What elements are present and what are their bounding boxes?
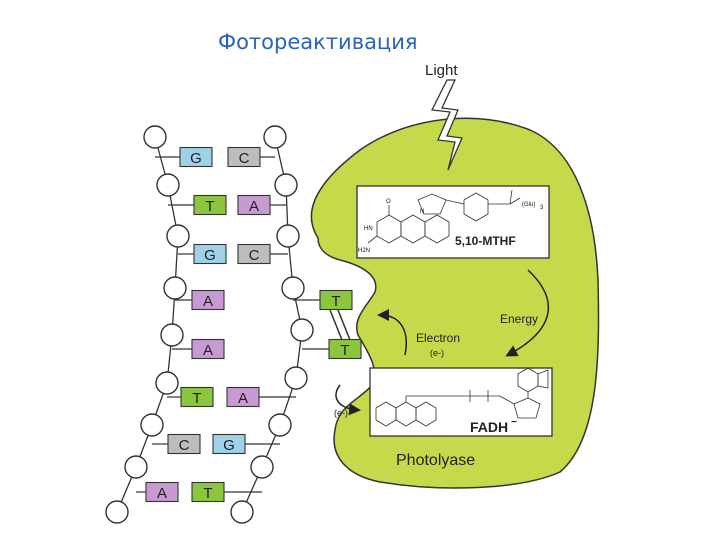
base-right-box <box>226 386 260 408</box>
base-letter: G <box>204 247 216 264</box>
nucleotide-sugar <box>284 366 308 390</box>
electron-label: Electron <box>416 331 460 345</box>
mthf-label: 5,10-MTHF <box>455 234 516 248</box>
base-letter: A <box>249 198 259 215</box>
nucleotide-sugar <box>156 173 180 197</box>
energy-arrow <box>505 269 550 357</box>
nucleotide-sugar <box>263 125 287 149</box>
base-left-box <box>193 194 227 216</box>
glu-subscript: 3 <box>540 205 544 211</box>
nucleotide-sugar <box>124 455 148 479</box>
base-right-box <box>328 338 362 360</box>
hn-label: HN <box>364 226 373 232</box>
nucleotide-sugar <box>230 500 254 524</box>
mthf-structure: (Glu) 3 HN H2N O N 5,10-MTHF <box>356 185 550 259</box>
fadh-structure: FADH − <box>369 367 553 437</box>
dna-helix: G C T A G C A T A T T A C G A T <box>105 125 362 524</box>
base-left-box <box>191 289 225 311</box>
electron-arrow-lower <box>335 384 361 416</box>
glu-label: (Glu) <box>522 202 535 208</box>
nucleotide-sugar <box>274 173 298 197</box>
nucleotide-sugar <box>166 224 190 248</box>
nucleotide-sugar <box>163 276 187 300</box>
nucleotide-sugar <box>276 224 300 248</box>
base-letter: A <box>157 485 167 502</box>
h2n-label: H2N <box>358 248 370 254</box>
base-letter: T <box>331 293 340 310</box>
base-letter: C <box>249 247 260 264</box>
base-letter: G <box>190 150 202 167</box>
base-right-box <box>191 481 225 503</box>
electron-abbr: (e-) <box>430 348 444 358</box>
base-letter: T <box>205 198 214 215</box>
slide-title: Фотореактивация <box>218 30 418 54</box>
electron-arrow <box>377 309 407 356</box>
base-letter: T <box>340 342 349 359</box>
base-letter: G <box>223 437 235 454</box>
lightning-icon <box>431 79 463 171</box>
nucleotide-sugar <box>155 371 179 395</box>
base-left-box <box>180 386 214 408</box>
base-letter: C <box>179 437 190 454</box>
nucleotide-sugar <box>160 323 184 347</box>
base-left-box <box>145 481 179 503</box>
n-label: N <box>420 209 424 215</box>
fadh-label: FADH <box>470 419 508 435</box>
electron-abbr-lower: (e-) <box>334 408 348 418</box>
base-left-box <box>193 243 227 265</box>
nucleotide-sugar <box>105 500 129 524</box>
nucleotide-sugar <box>290 318 314 342</box>
base-letter: A <box>203 342 213 359</box>
base-right-box <box>319 289 353 311</box>
base-left-box <box>179 146 213 168</box>
photolyase-label: Photolyase <box>396 452 475 469</box>
base-right-box <box>212 433 246 455</box>
nucleotide-sugar <box>250 455 274 479</box>
base-right-box <box>227 146 261 168</box>
nucleotide-sugar <box>140 413 164 437</box>
base-letter: T <box>203 485 212 502</box>
thymine-dimer-bond <box>329 309 343 341</box>
thymine-dimer-bond <box>337 309 351 341</box>
base-left-box <box>167 433 201 455</box>
base-left-box <box>191 338 225 360</box>
base-right-box <box>237 243 271 265</box>
base-letter: C <box>239 150 250 167</box>
nucleotide-sugar <box>281 276 305 300</box>
base-letter: T <box>192 390 201 407</box>
fadh-charge: − <box>511 417 517 428</box>
base-letter: A <box>203 293 213 310</box>
nucleotide-sugar <box>143 125 167 149</box>
o-label: O <box>386 199 391 205</box>
light-label: Light <box>425 62 458 79</box>
nucleotide-sugar <box>268 413 292 437</box>
base-right-box <box>237 194 271 216</box>
energy-label: Energy <box>500 312 538 326</box>
base-letter: A <box>238 390 248 407</box>
